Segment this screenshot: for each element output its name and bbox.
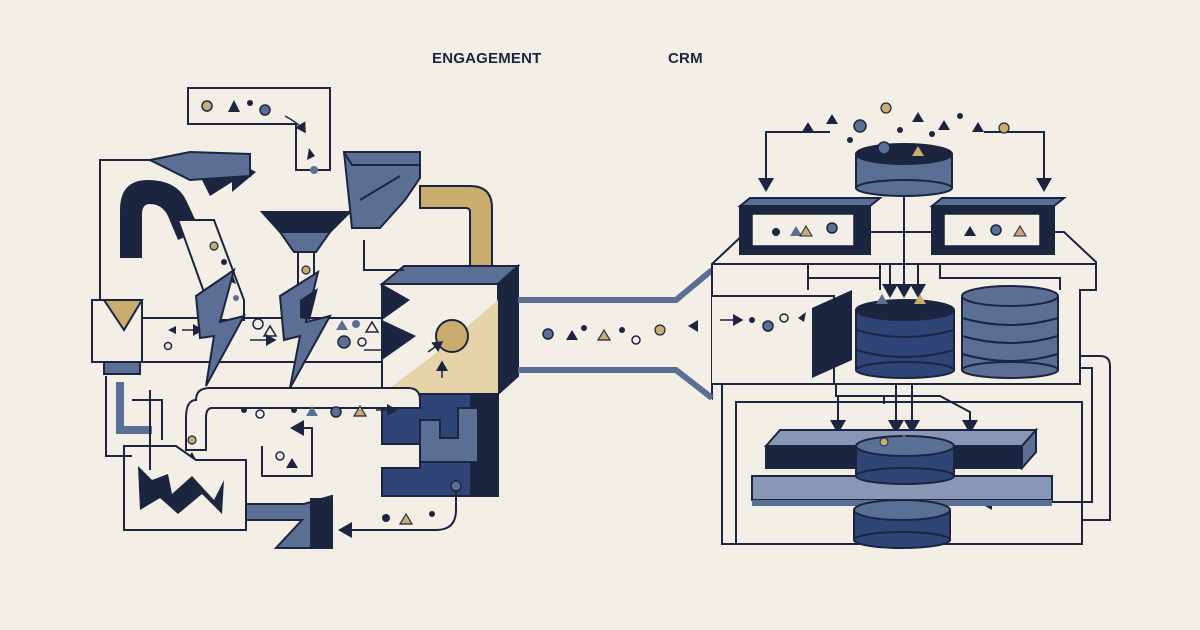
token-panel-right bbox=[929, 197, 1067, 255]
sensor-dial bbox=[435, 319, 469, 353]
incoming-tokens bbox=[758, 102, 1052, 192]
top-chute bbox=[187, 87, 331, 171]
database-icon bbox=[853, 499, 951, 549]
processor-cube bbox=[379, 263, 521, 397]
database-icon bbox=[961, 285, 1059, 379]
gold-pipe bbox=[419, 185, 493, 271]
token-panel-left bbox=[737, 197, 883, 255]
database-icon bbox=[855, 141, 953, 197]
database-icon bbox=[855, 434, 955, 485]
crm-label: CRM bbox=[668, 50, 703, 67]
engagement-machine bbox=[91, 87, 521, 549]
crm-system bbox=[711, 102, 1111, 549]
lightning-blade-1 bbox=[194, 267, 246, 387]
zigzag-signal bbox=[138, 466, 224, 514]
transfer-pipe bbox=[517, 267, 714, 401]
database-icon bbox=[855, 294, 955, 379]
lightning-blade-2 bbox=[278, 269, 332, 389]
input-cube bbox=[91, 299, 144, 375]
engagement-label: ENGAGEMENT bbox=[432, 50, 542, 67]
